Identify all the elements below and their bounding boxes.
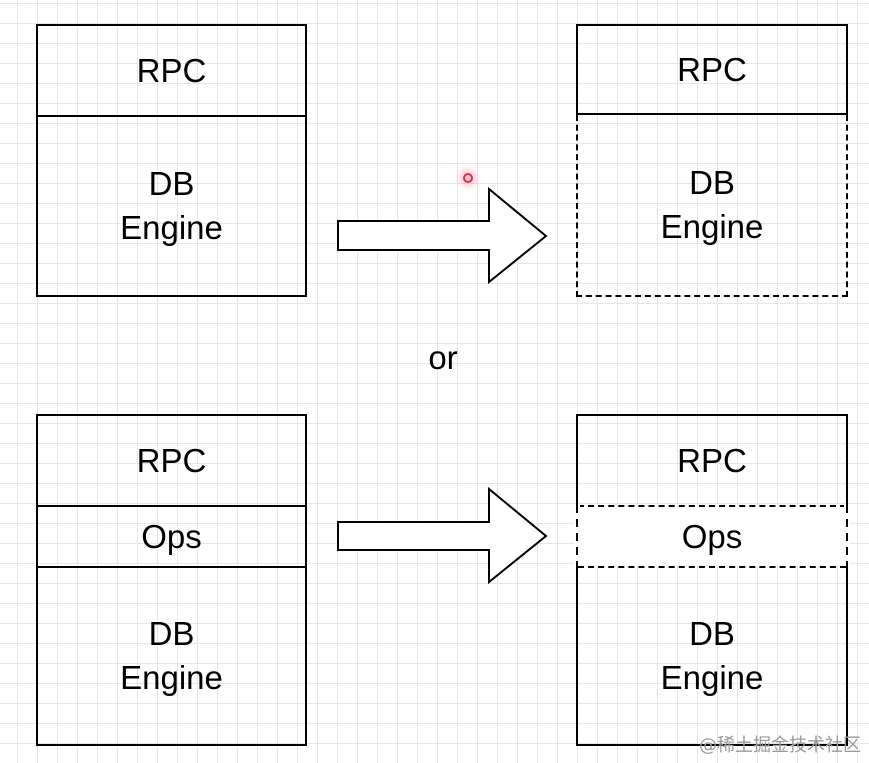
ops-block: Ops [38,505,305,566]
db-engine-line1: DB [689,615,735,652]
db-engine-line2: Engine [660,659,764,696]
db-engine-block: DB Engine [38,566,305,744]
top-left-stack: RPC DB Engine [36,24,307,297]
ops-label: Ops [681,517,743,555]
watermark: @稀土掘金技术社区 [699,735,861,756]
rpc-block: RPC [576,24,848,115]
db-engine-line1: DB [689,164,735,201]
bottom-left-stack: RPC Ops DB Engine [36,414,307,746]
top-arrow-shape [337,186,548,285]
rpc-label: RPC [677,441,747,479]
db-engine-block: DB Engine [578,566,846,744]
db-engine-line1: DB [148,615,195,652]
or-label: or [428,339,458,376]
bottom-arrow-shape [337,486,548,585]
top-right-stack: RPC DB Engine [576,24,848,297]
bottom-right-stack: RPC Ops DB Engine [576,414,848,746]
rpc-label: RPC [136,51,207,89]
db-engine-block-dashed: DB Engine [576,115,848,297]
db-engine-line2: Engine [660,208,764,245]
rpc-block: RPC [38,26,305,115]
rpc-label: RPC [677,50,747,88]
rpc-block: RPC [38,416,305,505]
ops-block-dashed: Ops [578,505,846,566]
rpc-block: RPC [578,416,846,505]
rpc-label: RPC [136,441,207,479]
db-engine-block: DB Engine [38,115,305,295]
db-engine-line2: Engine [120,659,223,696]
ops-label: Ops [141,517,202,555]
cursor-indicator [463,173,473,183]
db-engine-line1: DB [148,165,195,202]
db-engine-line2: Engine [120,209,223,246]
